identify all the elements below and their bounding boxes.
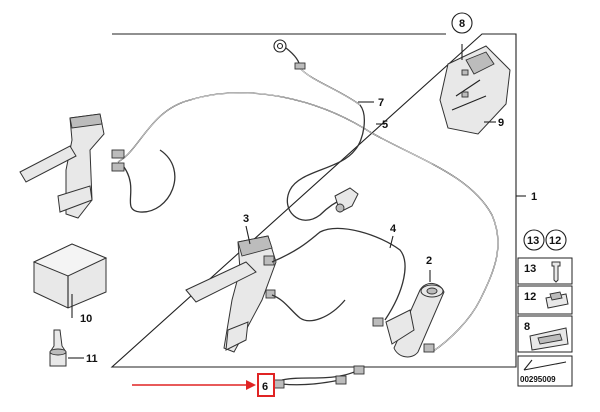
leader-4 [389, 235, 394, 249]
callout-3: 3 [243, 213, 249, 225]
part-10-box [32, 243, 108, 309]
callout-8-circle [451, 12, 473, 34]
part-2-actuator [385, 283, 445, 358]
hinge-part [19, 113, 105, 219]
part-6-cable [273, 365, 365, 389]
cable-5 [111, 92, 499, 353]
callout-13: 13 [527, 235, 539, 247]
screw-icon [551, 261, 561, 283]
callout-4: 4 [390, 223, 397, 235]
legend-diagram-cell [517, 355, 573, 387]
cable-7 [273, 39, 365, 221]
callout-6: 6 [262, 381, 268, 393]
cable-4 [271, 227, 406, 321]
callout-12-circle [545, 229, 567, 251]
callout-9: 9 [498, 117, 504, 129]
diagram-number: 00295009 [520, 375, 556, 384]
legend-label-8: 8 [524, 321, 530, 333]
callout-13-circle [523, 229, 545, 251]
diagram-ref-icon [523, 359, 567, 371]
legend-cell-13 [517, 257, 573, 285]
highlight-box [257, 373, 275, 397]
callout-12: 12 [549, 235, 561, 247]
callout-1: 1 [531, 191, 537, 203]
leader-3 [245, 225, 251, 245]
connector-4 [372, 317, 384, 327]
callout-11: 11 [86, 353, 98, 365]
callout-7: 7 [378, 97, 384, 109]
cable-3-lead [271, 294, 346, 322]
legend-label-12: 12 [524, 291, 536, 303]
callout-10: 10 [80, 313, 92, 325]
callout-8: 8 [459, 18, 465, 30]
main-frame [110, 33, 517, 368]
part-11-pin [49, 329, 67, 367]
callout-2: 2 [426, 255, 432, 267]
legend-label-13: 13 [524, 263, 536, 275]
clip-part [334, 187, 359, 213]
fastener-legend: 13 12 8 00295009 [517, 257, 573, 387]
callout-5: 5 [382, 119, 388, 131]
part-3-latch [185, 235, 277, 353]
highlight-arrowhead [246, 380, 256, 390]
part-9-cover [439, 45, 511, 135]
